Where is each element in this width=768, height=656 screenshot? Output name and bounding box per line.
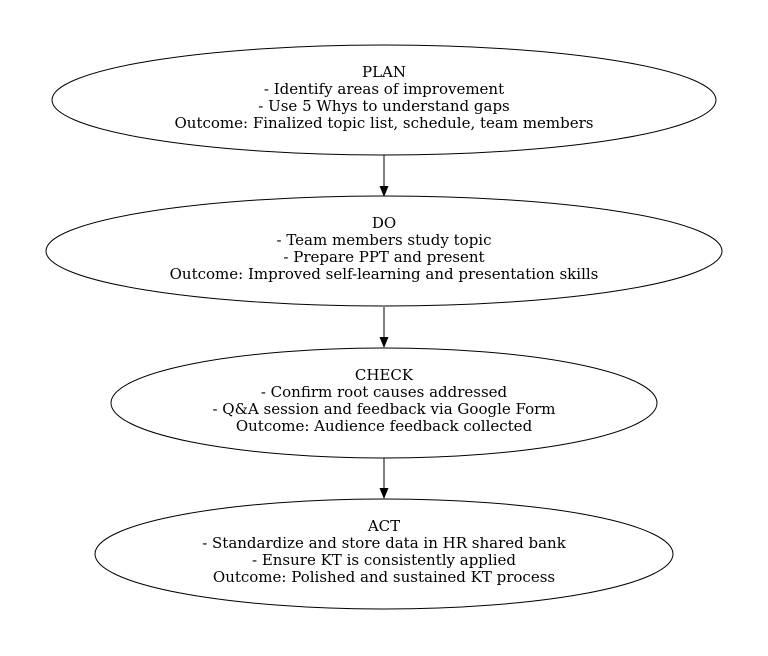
node-plan-shape [51, 44, 717, 156]
node-plan-line-2: - Use 5 Whys to understand gaps [258, 97, 510, 115]
node-act-title: ACT [367, 517, 400, 535]
node-act-shape [94, 498, 674, 610]
node-check-outcome: Outcome: Audience feedback collected [236, 417, 533, 435]
node-act-line-1: - Standardize and store data in HR share… [202, 534, 567, 552]
node-act-line-2: - Ensure KT is consistently applied [252, 551, 516, 569]
node-do-line-2: - Prepare PPT and present [283, 248, 484, 266]
node-check-title: CHECK [355, 366, 414, 384]
node-check: CHECK - Confirm root causes addressed - … [110, 347, 658, 459]
node-do-outcome: Outcome: Improved self-learning and pres… [170, 265, 599, 283]
node-do-shape [45, 195, 723, 307]
node-do-line-1: - Team members study topic [276, 231, 491, 249]
node-act-outcome: Outcome: Polished and sustained KT proce… [213, 568, 555, 586]
node-do: DO - Team members study topic - Prepare … [45, 195, 723, 307]
node-plan-outcome: Outcome: Finalized topic list, schedule,… [175, 114, 594, 132]
node-plan: PLAN - Identify areas of improvement - U… [51, 44, 717, 156]
edge-plan-to-do [379, 155, 389, 197]
node-check-shape [110, 347, 658, 459]
node-check-line-1: - Confirm root causes addressed [261, 383, 508, 401]
node-plan-title: PLAN [362, 63, 406, 81]
edge-do-to-check [379, 307, 389, 348]
edge-check-to-act [379, 458, 389, 499]
node-plan-line-1: - Identify areas of improvement [264, 80, 504, 98]
node-do-title: DO [372, 214, 396, 232]
node-act: ACT - Standardize and store data in HR s… [94, 498, 674, 610]
node-check-line-2: - Q&A session and feedback via Google Fo… [212, 400, 555, 418]
